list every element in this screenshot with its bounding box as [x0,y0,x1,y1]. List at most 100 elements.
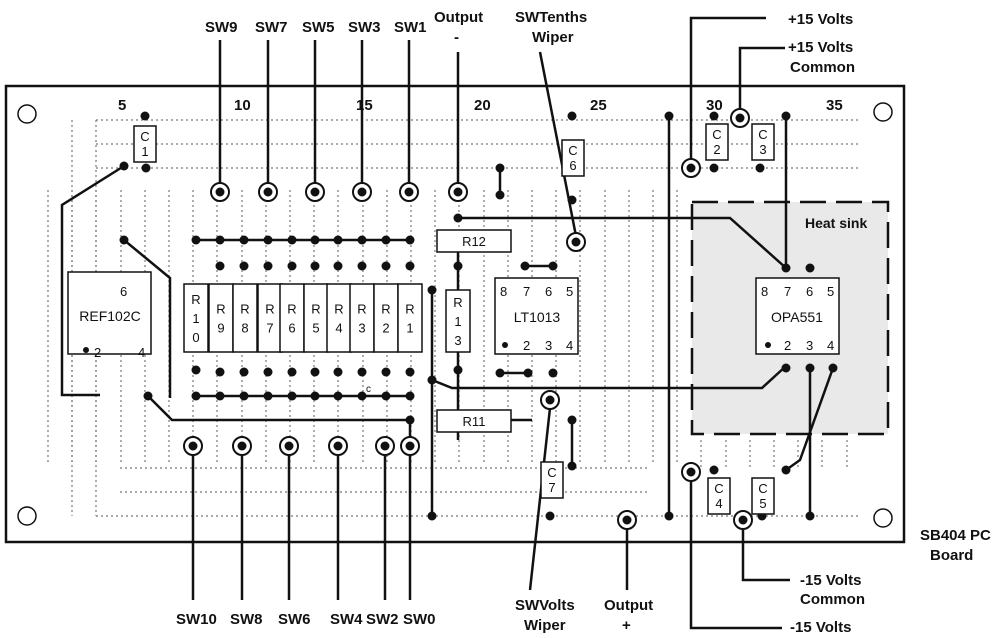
wire [738,46,785,110]
label-swvolts: SWVolts [515,597,575,614]
terminal-swtenths-wiper [566,232,586,252]
resistor-r5: R5 [303,283,329,353]
ic-lt1013-pin: 5 [566,284,573,299]
solder-dot [755,163,765,173]
ic-opa551-pin: 8 [761,284,768,299]
resistor-r7: R7 [257,283,283,353]
solder-dot [287,391,297,401]
ic-lt1013-pin: 8 [500,284,507,299]
solder-dot [119,235,129,245]
capacitor-body [705,123,729,161]
column-number: 20 [474,97,491,114]
solder-dot [405,235,415,245]
terminal-sw5 [305,182,325,202]
solder-dot [310,261,320,271]
resistor-label-char: 0 [192,330,199,345]
ic-lt1013: LT1013 8 7 6 5 2 3 4 [494,277,579,355]
solder-dot [709,465,719,475]
resistor-r9: R9 [208,283,234,353]
capacitor-c6: C6 [561,139,585,177]
solder-dot [140,111,150,121]
solder-dot [333,261,343,271]
solder-dot [333,235,343,245]
solder-dot [709,111,719,121]
solder-dot [263,261,273,271]
solder-dot [381,235,391,245]
mounting-hole [17,506,37,526]
solder-dot [548,368,558,378]
solder-dot [567,195,577,205]
solder-dot [263,235,273,245]
jumper [785,367,835,472]
label-sw7: SW7 [255,19,288,36]
top-labels: SW9 SW7 SW5 SW3 SW1 Output - SWTenths Wi… [205,9,855,76]
label-board-2: Board [930,547,973,564]
capacitor-label-char: C [758,481,767,496]
resistor-body [208,283,234,353]
solder-dot [781,263,791,273]
ic-opa551-pin: 4 [827,338,834,353]
capacitor-label-char: C [568,143,577,158]
lead-wires [191,16,790,630]
resistor-body [303,283,329,353]
solder-dot [567,415,577,425]
capacitor-label-char: C [714,481,723,496]
resistor-label-char: R [453,295,462,310]
resistor-body [257,283,283,353]
capacitor-c1: C1 [133,125,157,163]
solder-dot [310,391,320,401]
solder-dot [215,235,225,245]
solder-dot [405,415,415,425]
resistor-label-char: 5 [312,321,319,336]
wire [528,407,552,591]
ic-opa551-body [755,277,840,355]
terminal-sw10 [183,436,203,456]
jumper [431,365,787,390]
solder-dot [427,285,437,295]
resistor-label-char: 3 [454,333,461,348]
solder-dot [781,111,791,121]
solder-dot [239,367,249,377]
capacitor-label-char: 2 [713,142,720,157]
capacitor-label-char: 5 [759,496,766,511]
jumper [123,239,172,398]
resistor-r11-label: R11 [463,414,486,429]
resistor-r2: R2 [373,283,399,353]
terminal-sw0 [400,436,420,456]
resistor-r8: R8 [232,283,258,353]
solder-points [119,111,838,521]
ic-ref102c: REF102C 6 2 4 [67,271,152,360]
terminal-sw6 [279,436,299,456]
label-output-minus: Output [434,9,483,26]
label-plus15-common: +15 Volts [788,39,853,56]
solder-dot [310,367,320,377]
horizontal-resistors: R12 R11 [436,229,512,433]
terminal-sw1 [399,182,419,202]
resistor-label-char: 1 [454,314,461,329]
terminal-sw2 [375,436,395,456]
solder-dot [141,163,151,173]
resistor-label-char: R [191,292,200,307]
mounting-hole [873,508,893,528]
resistor-label-char: 6 [288,321,295,336]
capacitor-c2: C2 [705,123,729,161]
solder-dot [545,511,555,521]
resistor-body [232,283,258,353]
capacitor-label-char: 4 [715,496,722,511]
ic-ref102c-pin1-marker [83,347,89,353]
resistor-label-char: R [311,302,320,317]
capacitor-label-char: C [712,127,721,142]
ic-opa551-pin: 6 [806,284,813,299]
label-sw6: SW6 [278,611,311,628]
terminal-plus15 [681,158,701,178]
solder-dot [453,261,463,271]
resistor-label-char: R [334,302,343,317]
mounting-hole [17,104,37,124]
terminal-sw3 [352,182,372,202]
terminal-minus15 [681,462,701,482]
capacitor-body [707,477,731,515]
solder-dot [381,391,391,401]
ic-lt1013-pin: 6 [545,284,552,299]
wire [538,51,578,237]
